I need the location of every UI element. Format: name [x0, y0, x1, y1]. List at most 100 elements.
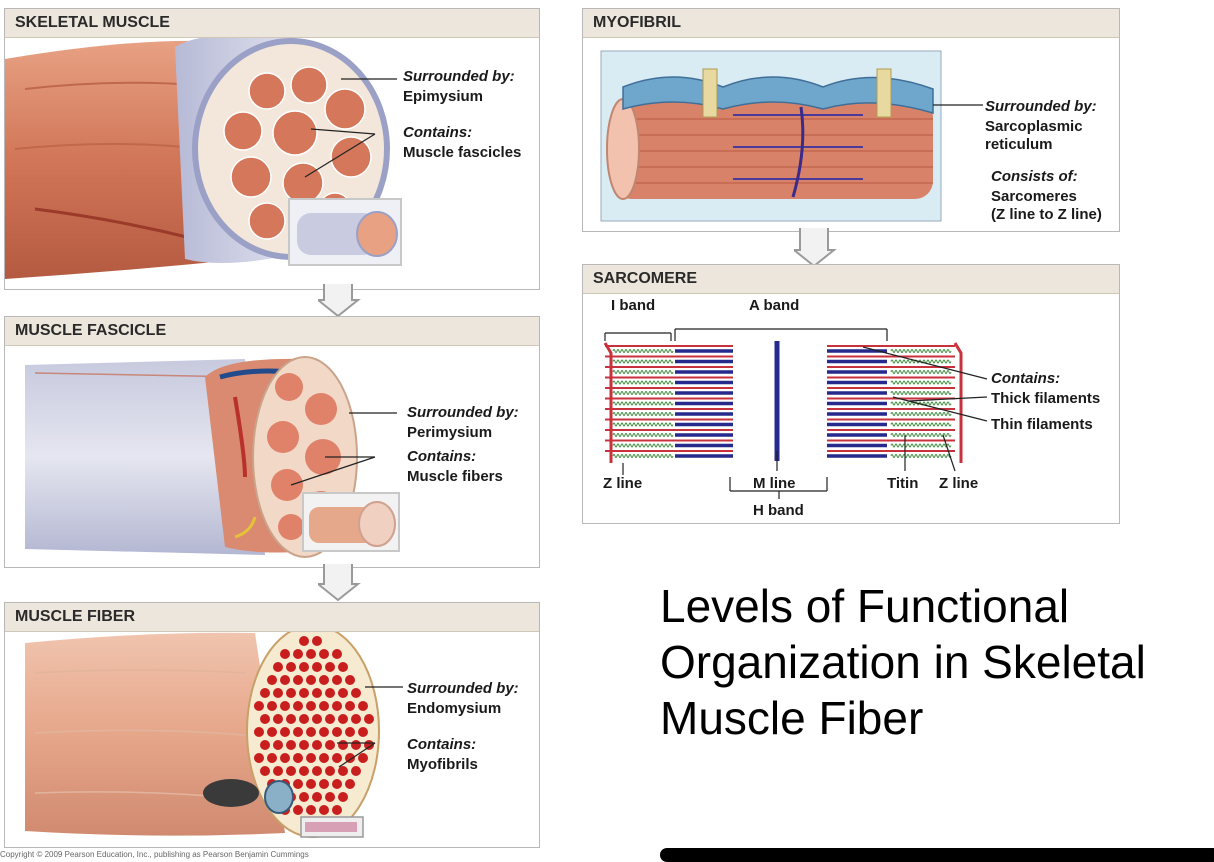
myofibril-dot: [273, 688, 283, 698]
myofibril-dot: [338, 714, 348, 724]
contains-label: Contains:: [407, 736, 477, 753]
titin-filament: [890, 380, 952, 385]
sarcoplasmic-reticulum: [622, 76, 934, 115]
titin-filament: [612, 422, 674, 427]
titin-filament: [612, 359, 674, 364]
myofibril-dot: [325, 662, 335, 672]
myofibril-dot: [280, 649, 290, 659]
myofibril-dot: [312, 688, 322, 698]
skeletal-muscle-illustration: [5, 34, 402, 280]
inset-fascicle-body: [297, 213, 377, 255]
panel-header: MUSCLE FASCICLE: [5, 317, 539, 346]
titin-filament: [612, 454, 674, 458]
myofibril-dot: [345, 779, 355, 789]
titin-filament: [890, 391, 952, 395]
leader-line: [942, 434, 956, 472]
myofibril-dot: [345, 753, 355, 763]
sarcoplasmic-label: Sarcoplasmic: [985, 118, 1083, 135]
myofibril-dot: [286, 662, 296, 672]
myofibril-dot: [273, 714, 283, 724]
z-line-right-label: Z line: [939, 475, 979, 492]
fiber-body: [25, 632, 285, 836]
myofibril-dot: [306, 701, 316, 711]
myofibril-dot: [254, 701, 264, 711]
panel-heading: MUSCLE FASCICLE: [15, 322, 167, 339]
panel-heading: MYOFIBRIL: [593, 14, 681, 31]
myofibril-dot: [299, 688, 309, 698]
titin-label: Titin: [887, 475, 919, 492]
inset-fascicle-end: [356, 211, 398, 257]
myofibrils-label: Myofibrils: [407, 756, 478, 773]
leader-line: [304, 133, 376, 178]
myofibril-dot: [332, 779, 342, 789]
inset-fiber-body: [309, 507, 375, 543]
myofibril-dot: [351, 740, 361, 750]
fiber-bundle: [305, 393, 337, 425]
myofibril-dot: [319, 727, 329, 737]
leader-line: [862, 346, 988, 380]
myofibril-dot: [267, 753, 277, 763]
myofibril-dot: [325, 740, 335, 750]
myofibril-dot: [293, 649, 303, 659]
myofibril-dot: [286, 766, 296, 776]
myofibril-dot: [293, 675, 303, 685]
myofibril-dot: [260, 766, 270, 776]
perimysium-sheath: [25, 359, 265, 555]
myofibril-dot: [325, 688, 335, 698]
slide-title-line: Levels of Functional: [660, 580, 1070, 632]
myofibril-dot: [293, 701, 303, 711]
panel-header: MUSCLE FIBER: [5, 603, 539, 632]
down-arrow-icon: [794, 228, 837, 268]
contains-label: Contains:: [991, 370, 1061, 387]
titin-filament: [890, 433, 952, 437]
myofibril-dot: [293, 753, 303, 763]
panel-heading: SKELETAL MUSCLE: [15, 14, 170, 31]
myofibril-dot: [319, 701, 329, 711]
reticulum-label: reticulum: [985, 136, 1053, 153]
surrounded-by-label: Surrounded by:: [407, 404, 519, 421]
panel-header: SARCOMERE: [583, 265, 1119, 294]
fiber-texture: [34, 669, 246, 674]
myofibril-dot: [306, 805, 316, 815]
myofibril-dot: [260, 714, 270, 724]
contains-label: Contains:: [403, 124, 473, 141]
titin-filament: [612, 391, 674, 395]
myofibril-dot: [319, 779, 329, 789]
myofibril-dot: [312, 792, 322, 802]
nucleus: [203, 779, 259, 807]
myofibril-dot: [345, 727, 355, 737]
titin-filament: [890, 422, 952, 427]
myofibril-dot: [332, 805, 342, 815]
myofibril-dot: [338, 740, 348, 750]
fiber-texture: [34, 729, 246, 736]
myofibril-dot: [299, 766, 309, 776]
i-band-label: I band: [611, 297, 656, 314]
m-line-label: M line: [753, 475, 796, 492]
z-line-to-z-line-label: (Z line to Z line): [991, 206, 1102, 223]
titin-filament: [612, 349, 674, 353]
myofibril-dot: [319, 649, 329, 659]
muscle-fiber-illustration: [25, 624, 403, 838]
myofibril-dot: [273, 740, 283, 750]
myofibril-striations: [623, 118, 933, 184]
myofibril-dot: [325, 792, 335, 802]
myofibril-dot: [312, 740, 322, 750]
panel-heading: MUSCLE FIBER: [15, 608, 135, 625]
myofibril-dot: [338, 766, 348, 776]
skeletal-muscle-panel: SKELETAL MUSCLE Surrounded by: Epimysium…: [4, 8, 540, 290]
fiber-bundle: [278, 514, 304, 540]
slide-title-line: Organization in Skeletal: [660, 636, 1146, 688]
fascicle: [230, 156, 272, 198]
titin-filament: [612, 401, 674, 406]
myofibril-dot: [280, 753, 290, 763]
myofibril-dot: [332, 649, 342, 659]
fascicle: [248, 202, 286, 240]
myofibril-dot: [267, 701, 277, 711]
myofibril-dot: [280, 727, 290, 737]
slide-title-line: Muscle Fiber: [660, 692, 924, 744]
titin-filament: [890, 370, 952, 374]
muscle-striation: [24, 81, 196, 90]
myofibril-dot: [293, 727, 303, 737]
z-line: [953, 342, 963, 463]
perimysium-label: Perimysium: [407, 424, 493, 441]
